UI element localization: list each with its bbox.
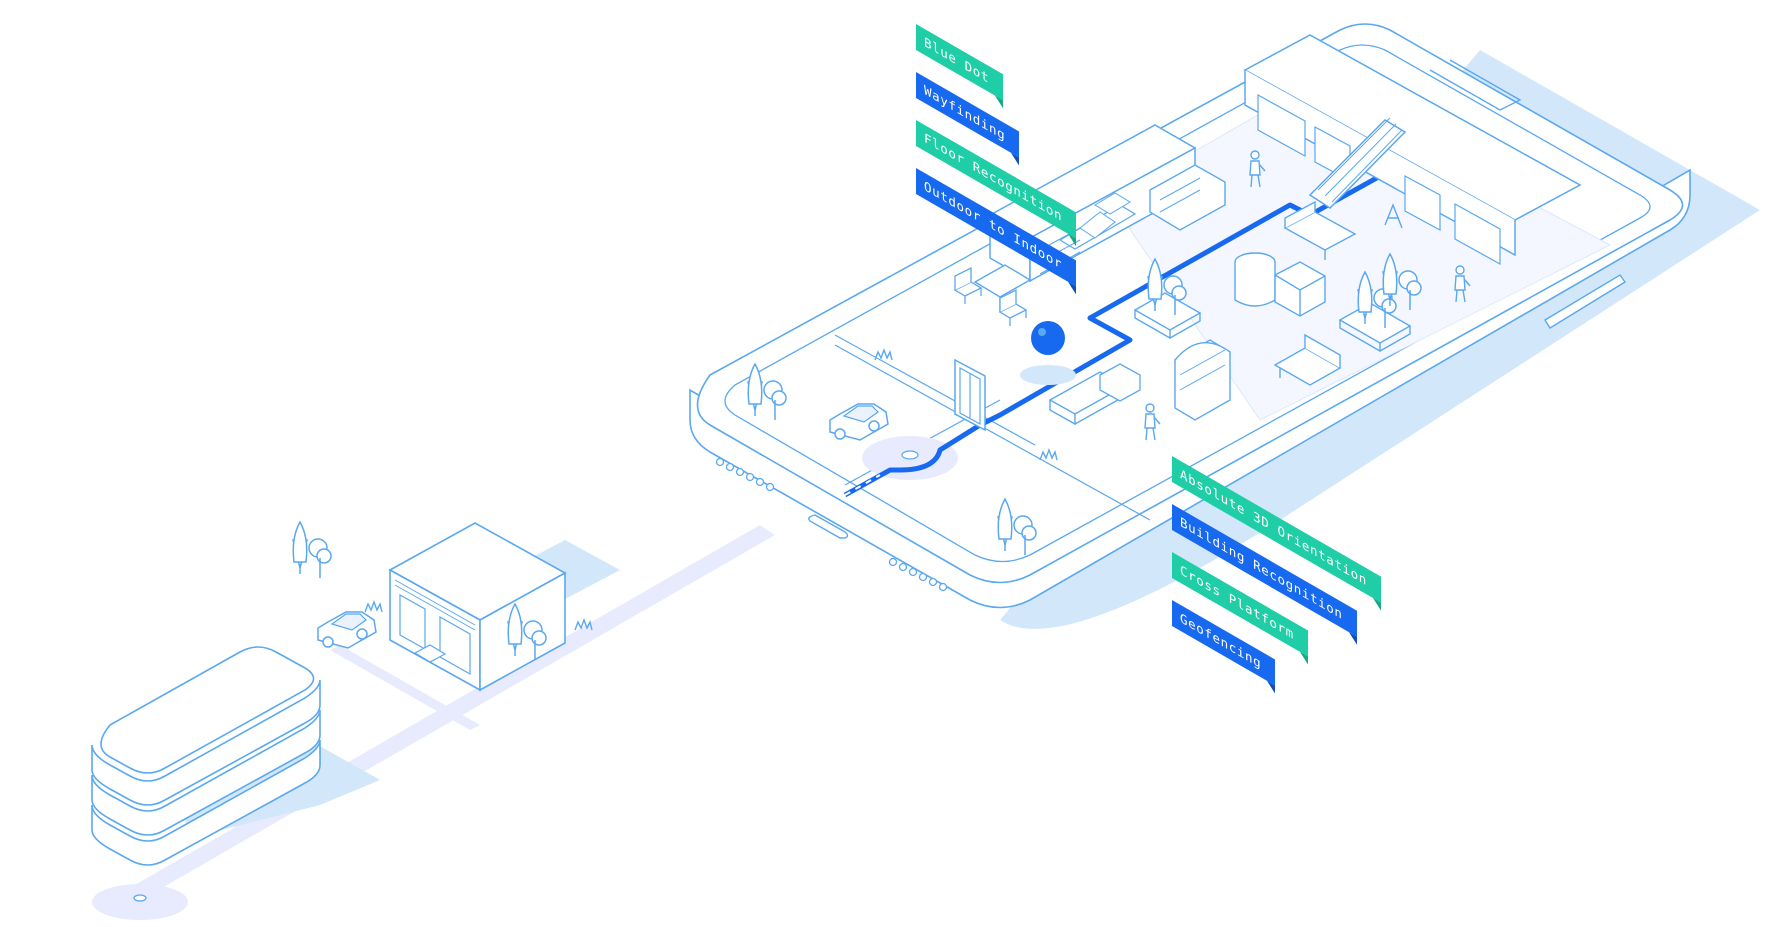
bench: [1273, 333, 1342, 386]
screen-map: [747, 34, 1612, 556]
door-icon: [954, 358, 986, 432]
display-stand: [1234, 252, 1326, 317]
location-dot-icon: [1031, 321, 1065, 355]
shop-icon: [1243, 34, 1582, 266]
cafe-seating: [954, 264, 1032, 327]
store-building: [364, 522, 620, 692]
sign-board: [1384, 203, 1403, 229]
bench: [1283, 200, 1357, 260]
planter: [1338, 253, 1422, 353]
parking-garage: [91, 646, 380, 866]
planter: [1133, 258, 1202, 340]
route-line: [843, 162, 1402, 498]
escalator-icon: [1308, 117, 1407, 209]
shelf-building: [988, 124, 1226, 283]
produce-stall: [1048, 339, 1231, 426]
speaker-grille: [715, 457, 948, 592]
